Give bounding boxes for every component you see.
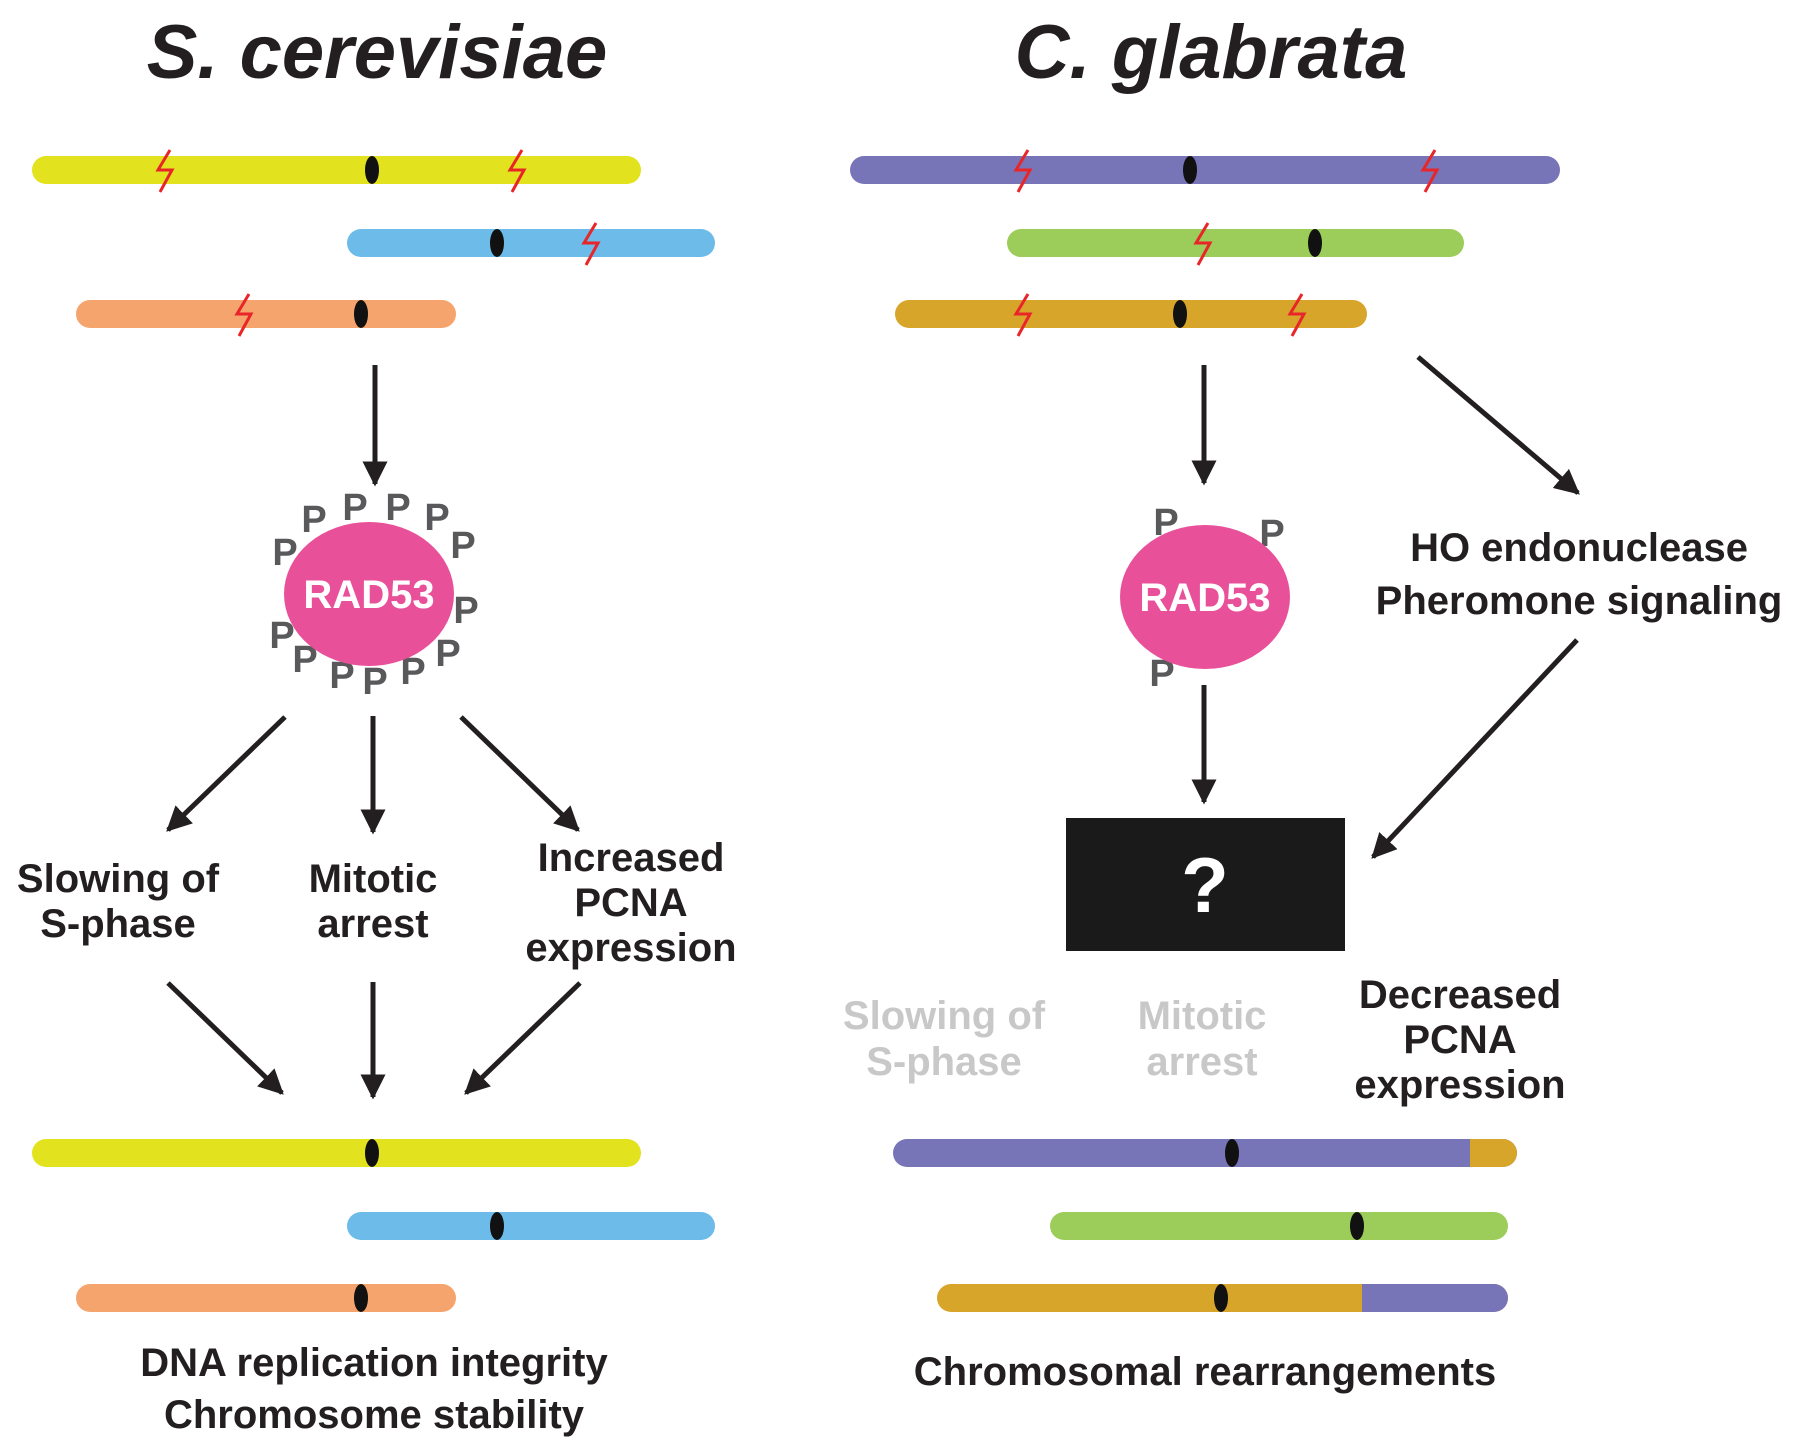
svg-text:Increased: Increased (538, 836, 725, 880)
right-title: C. glabrata (1015, 10, 1408, 95)
chromosome-yellow (32, 1139, 641, 1167)
svg-text:S-phase: S-phase (866, 1040, 1022, 1084)
centromere (1350, 1212, 1364, 1240)
svg-text:expression: expression (1354, 1063, 1565, 1107)
right-side-pathway: HO endonuclease Pheromone signaling (1376, 526, 1783, 623)
arrow (1416, 355, 1580, 495)
svg-text:DNA replication integrity: DNA replication integrity (140, 1341, 608, 1385)
arrow (459, 715, 580, 832)
left-result: DNA replication integrity Chromosome sta… (140, 1341, 608, 1437)
dna-break-icon (1193, 222, 1213, 266)
svg-text:Decreased: Decreased (1359, 973, 1561, 1017)
rad53-label: RAD53 (1139, 576, 1270, 620)
svg-text:Mitotic: Mitotic (1138, 994, 1267, 1038)
chromosome-green (1050, 1212, 1508, 1240)
centromere (365, 156, 379, 184)
svg-text:expression: expression (525, 926, 736, 970)
dna-break-icon (155, 149, 175, 193)
arrow (1371, 638, 1579, 859)
arrow (166, 715, 287, 832)
right-outcome-mitotic: Mitotic arrest (1138, 994, 1267, 1084)
svg-text:P: P (424, 497, 449, 539)
chromosome-yellow (32, 156, 641, 184)
centromere (365, 1139, 379, 1167)
svg-text:P: P (453, 590, 478, 632)
svg-text:P: P (342, 487, 367, 529)
svg-text:arrest: arrest (317, 902, 428, 946)
svg-text:Mitotic: Mitotic (309, 857, 438, 901)
right-rad53-phosphorylated: P P P RAD53 (1120, 502, 1290, 695)
svg-text:P: P (450, 525, 475, 567)
centromere (354, 300, 368, 328)
centromere (490, 1212, 504, 1240)
svg-text:Slowing of: Slowing of (843, 994, 1046, 1038)
centromere (1214, 1284, 1228, 1312)
svg-text:S-phase: S-phase (40, 902, 196, 946)
chromosome-gold (895, 300, 1367, 328)
right-result: Chromosomal rearrangements (914, 1350, 1496, 1394)
chromosome-purple-gold (893, 1139, 1517, 1167)
dna-break-icon (234, 293, 254, 337)
svg-text:P: P (385, 487, 410, 529)
centromere (1225, 1139, 1239, 1167)
chromosome-blue (347, 229, 715, 257)
dna-break-icon (1420, 149, 1440, 193)
centromere (490, 229, 504, 257)
left-outcome-slowing: Slowing of S-phase (17, 857, 220, 946)
left-repaired-chromosomes (32, 1139, 715, 1312)
left-outcome-mitotic: Mitotic arrest (309, 857, 438, 946)
svg-text:P: P (269, 615, 294, 657)
rad53-protein (284, 522, 454, 666)
right-rearranged-chromosomes (893, 1139, 1517, 1312)
phosphate-group: P P P (1149, 502, 1284, 695)
left-outcome-pcna: Increased PCNA expression (525, 836, 736, 970)
rad53-label: RAD53 (303, 573, 434, 617)
chromosome-blue (347, 1212, 715, 1240)
left-rad53-hyperphosphorylated: P P P P P P P P P P P P P RAD53 (269, 487, 478, 703)
unknown-mechanism-box: ? (1066, 818, 1345, 951)
question-mark: ? (1181, 841, 1229, 929)
chromosome-purple (850, 156, 1560, 184)
svg-text:PCNA: PCNA (574, 881, 687, 925)
svg-text:P: P (362, 661, 387, 703)
svg-text:P: P (435, 633, 460, 675)
left-title: S. cerevisiae (147, 10, 608, 95)
svg-text:Slowing of: Slowing of (17, 857, 220, 901)
chromosome-orange (76, 1284, 456, 1312)
centromere (1308, 229, 1322, 257)
arrow (464, 981, 582, 1095)
dna-break-icon (581, 222, 601, 266)
dna-break-icon (507, 149, 527, 193)
dna-break-icon (1287, 293, 1307, 337)
svg-text:PCNA: PCNA (1403, 1018, 1516, 1062)
right-damaged-chromosomes (850, 149, 1560, 337)
svg-text:HO endonuclease: HO endonuclease (1410, 526, 1748, 570)
phosphate-group: P P P P P P P P P P P P P (269, 487, 478, 703)
rad53-protein (1120, 525, 1290, 669)
right-outcome-slowing: Slowing of S-phase (843, 994, 1046, 1084)
centromere (1173, 300, 1187, 328)
left-damaged-chromosomes (32, 149, 715, 337)
chromosome-orange (76, 300, 456, 328)
dna-break-icon (1013, 293, 1033, 337)
chromosome-green (1007, 229, 1464, 257)
right-outcome-pcna: Decreased PCNA expression (1354, 973, 1565, 1107)
svg-text:Pheromone signaling: Pheromone signaling (1376, 579, 1783, 623)
svg-text:arrest: arrest (1146, 1040, 1257, 1084)
dna-break-icon (1013, 149, 1033, 193)
svg-text:Chromosome stability: Chromosome stability (164, 1393, 585, 1437)
centromere (354, 1284, 368, 1312)
arrow (166, 981, 284, 1095)
centromere (1183, 156, 1197, 184)
